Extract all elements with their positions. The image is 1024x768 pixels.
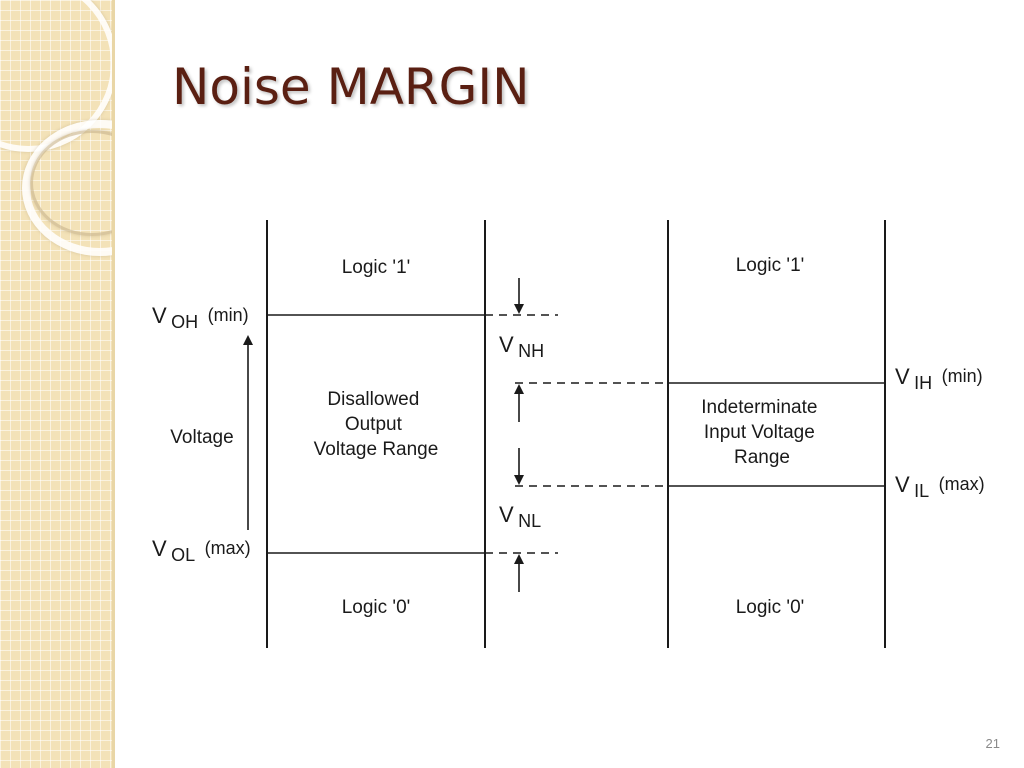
boundary-lines [266,220,886,648]
voltage-axis-label: Voltage [170,427,233,448]
input-indeterminate-line-2: Input Voltage [704,422,815,443]
input-indeterminate-label: Indeterminate Input Voltage Range [701,397,822,468]
sidebar-edge [112,0,115,768]
threshold-lines [267,314,885,554]
decorative-sidebar [0,0,112,768]
voh-min-label: V OH (min) [152,303,249,332]
vnh-main: V [499,332,514,357]
vih-subscript: IH [914,373,932,393]
output-disallowed-line-2: Output [345,414,403,435]
vil-main: V [895,472,910,497]
input-indeterminate-line-1: Indeterminate [701,397,817,418]
output-disallowed-label: Disallowed Output Voltage Range [314,389,439,460]
vil-max-label: V IL (max) [895,472,985,501]
input-logic-0-label: Logic '0' [736,597,805,618]
vnl-subscript: NL [518,511,541,531]
vil-subscript: IL [914,481,929,501]
vol-max-label: V OL (max) [152,536,251,565]
output-logic-1-label: Logic '1' [342,257,411,278]
vnl-label: V NL [499,502,541,531]
voh-qualifier: (min) [208,305,249,325]
vih-qualifier: (min) [942,366,983,386]
vol-subscript: OL [171,545,195,565]
vnl-main: V [499,502,514,527]
vnh-subscript: NH [518,341,544,361]
voh-main: V [152,303,167,328]
page-number: 21 [985,736,1000,751]
vih-main: V [895,364,910,389]
output-logic-0-label: Logic '0' [342,597,411,618]
input-indeterminate-line-3: Range [734,447,790,468]
output-disallowed-line-1: Disallowed [327,389,419,410]
vil-qualifier: (max) [939,474,985,494]
voh-subscript: OH [171,312,198,332]
input-logic-1-label: Logic '1' [736,255,805,276]
vnh-label: V NH [499,332,544,361]
vih-min-label: V IH (min) [895,364,983,393]
output-disallowed-line-3: Voltage Range [314,439,439,460]
slide-title: Noise MARGIN [172,58,530,116]
vol-qualifier: (max) [205,538,251,558]
vol-main: V [152,536,167,561]
